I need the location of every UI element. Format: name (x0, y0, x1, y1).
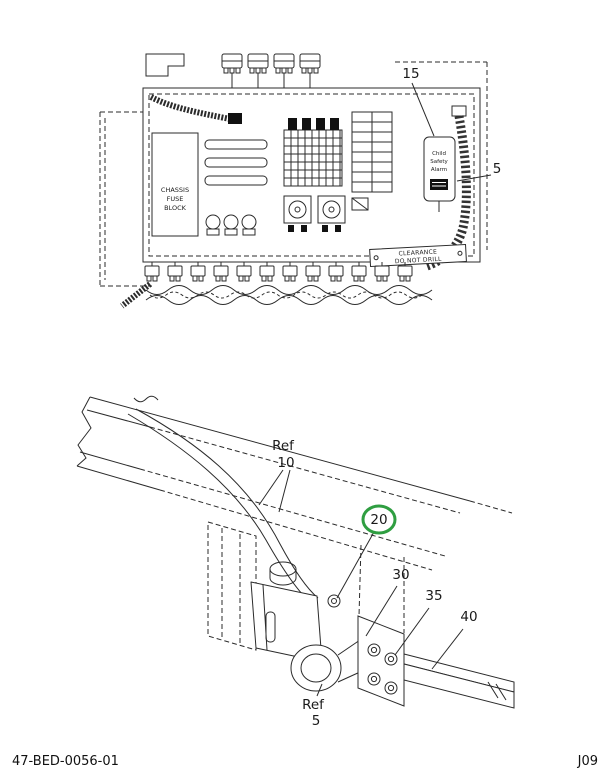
callout-30: 30 (365, 567, 410, 637)
breaker-cans (205, 214, 257, 236)
callout-ref-10: Ref 10 (258, 438, 295, 513)
callout-30-label: 30 (392, 567, 409, 583)
alarm-label-3: Alarm (431, 167, 447, 173)
callout-15: 15 (402, 66, 435, 137)
ref-upper-label: Ref (272, 438, 295, 454)
alarm-label-2: Safety (430, 159, 448, 165)
fuse-block-label-1: CHASSIS (161, 186, 189, 194)
top-diagram: CHASSIS FUSE BLOCK (99, 53, 502, 309)
child-safety-alarm: Child Safety Alarm (423, 136, 456, 212)
panel-outline (142, 87, 481, 263)
clearance-line-1: CLEARANCE (398, 248, 437, 257)
conduit-fitting (451, 105, 467, 117)
alarm-label-1: Child (432, 151, 446, 157)
callout-40: 40 (431, 609, 478, 670)
relays (283, 195, 346, 232)
harness-wires (127, 408, 319, 605)
fastener-20 (327, 594, 341, 608)
callout-ref-5: Ref 5 (302, 683, 325, 729)
frame-rail (76, 395, 513, 571)
panel-slots (204, 139, 268, 186)
callout-35-label: 35 (425, 588, 442, 604)
callout-15-label: 15 (402, 66, 419, 82)
fuse-block-label-2: FUSE (167, 195, 184, 203)
fuse-block-label-3: BLOCK (164, 204, 187, 212)
highlight-ellipse (361, 504, 397, 535)
hidden-bracket-dashed (207, 521, 257, 651)
ref-upper-number: 10 (277, 455, 294, 471)
chassis-fuse-block: CHASSIS FUSE BLOCK (151, 132, 199, 237)
callout-5-top: 5 (456, 161, 502, 182)
page-code: J09 (577, 754, 598, 769)
fuse-bank (351, 111, 393, 211)
ref-lower-number: 5 (312, 713, 321, 729)
top-left-harness (149, 94, 242, 124)
callout-20-label: 20 (370, 512, 387, 528)
fuse-grid (283, 118, 343, 187)
bottom-diagram: Ref 10 20 30 35 40 Ref (76, 395, 515, 729)
callout-20-highlighted: 20 (336, 504, 397, 599)
horn (290, 639, 361, 692)
clearance-line-2: DO NOT DRILL (395, 256, 443, 265)
footer: 47-BED-0056-01 J09 (12, 754, 598, 769)
ref-lower-label: Ref (302, 697, 325, 713)
panel-frame-dashed-lines (99, 61, 488, 287)
figure-canvas: CHASSIS FUSE BLOCK (76, 53, 515, 729)
callout-5-top-label: 5 (493, 161, 502, 177)
panel-inner-dashed (148, 93, 475, 257)
doc-number: 47-BED-0056-01 (12, 754, 119, 769)
top-connector-row (145, 53, 321, 88)
callout-35: 35 (394, 588, 443, 656)
callout-40-label: 40 (460, 609, 477, 625)
alarm-body (250, 561, 323, 663)
clearance-plate: CLEARANCE DO NOT DRILL (369, 243, 467, 268)
wiring-bundle (120, 281, 433, 309)
angle-bracket (403, 653, 515, 709)
mounting-plate (357, 544, 405, 707)
